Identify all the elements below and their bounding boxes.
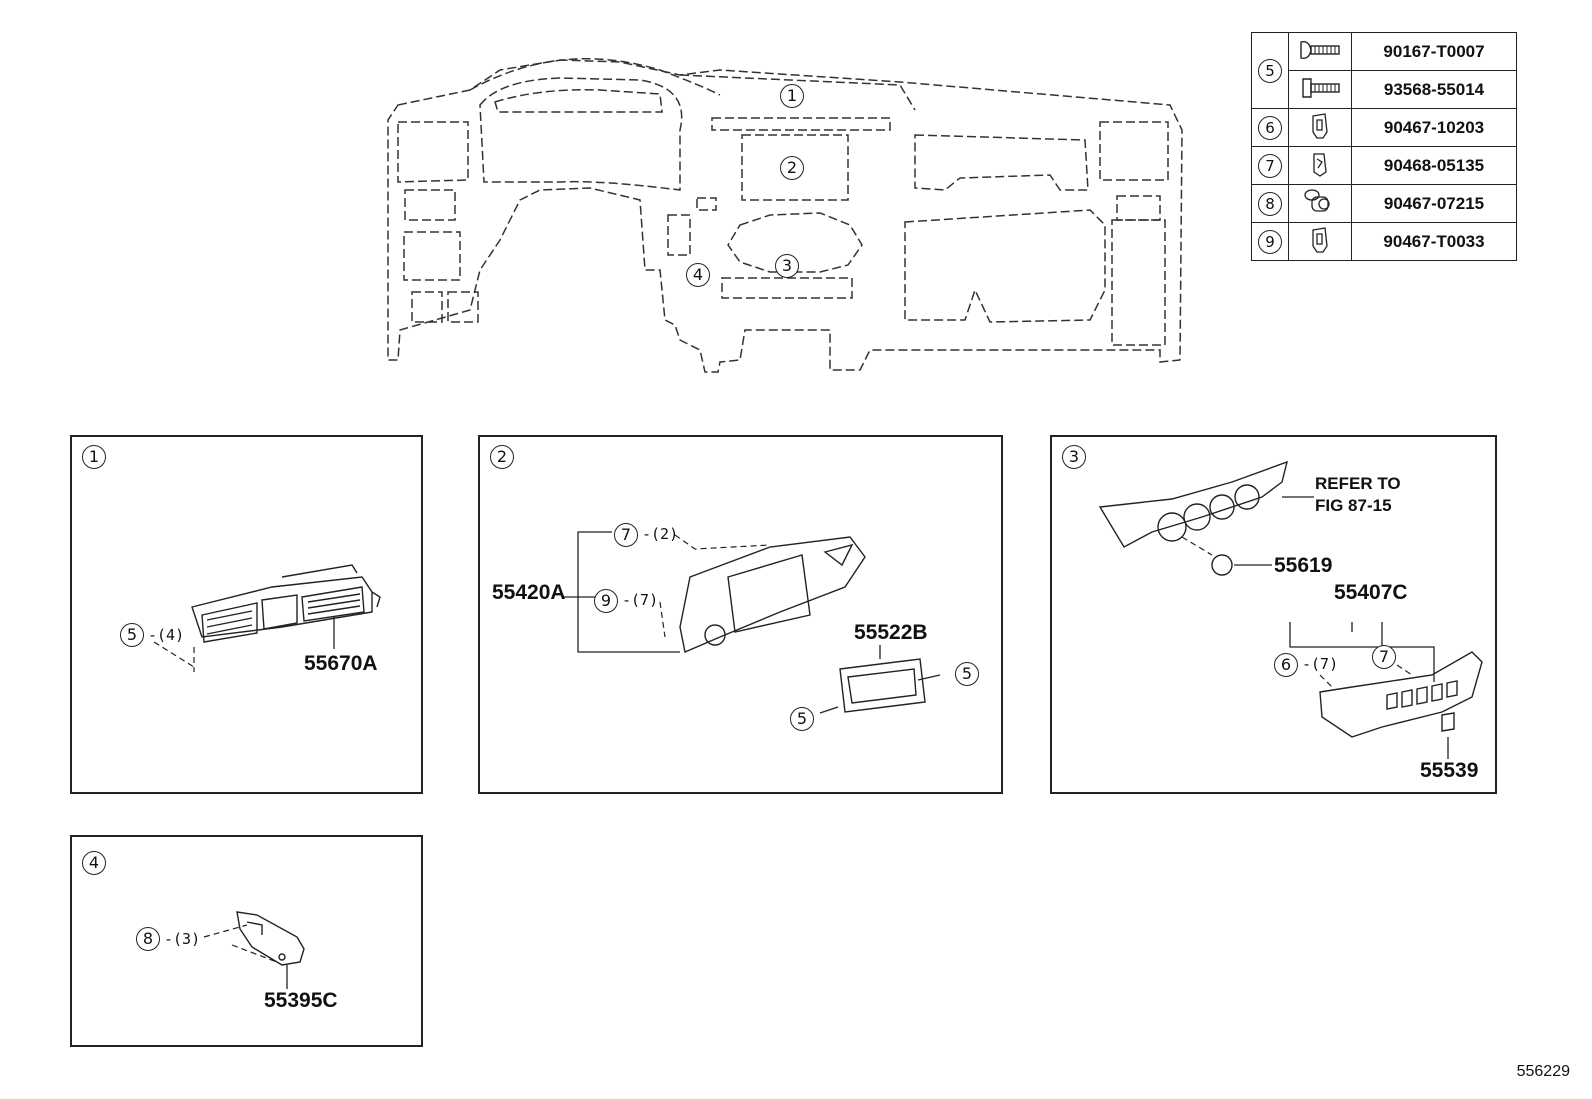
panel-1-ref: 1: [82, 445, 106, 469]
fastener-qty: -(4): [148, 626, 185, 644]
detail-panel-3: 3 REFER TO FIG 87-15 55619 55407C 6 -(7)…: [1050, 435, 1497, 794]
clip-callout[interactable]: 6: [1274, 653, 1298, 677]
panel-2-ref: 2: [490, 445, 514, 469]
ref-number: 8: [1258, 191, 1282, 216]
clip-icon: [1288, 108, 1352, 147]
screw-icon: [1288, 32, 1352, 71]
ref-number: 7: [1258, 153, 1282, 178]
table-row[interactable]: 9 90467-T0033: [1251, 222, 1517, 261]
hvac-panel-drawing: [1098, 460, 1483, 759]
air-vent-drawing: [153, 564, 381, 672]
detail-panel-1: 1 5 -(4) 55670A: [70, 435, 423, 794]
clip-qty: -(7): [1302, 655, 1339, 673]
note-line-2: FIG 87-15: [1315, 496, 1392, 515]
ref-cell: 9: [1251, 222, 1289, 261]
panel-3-ref: 3: [1062, 445, 1086, 469]
part-label[interactable]: 55670A: [304, 652, 378, 675]
part-label[interactable]: 55395C: [264, 989, 338, 1012]
part-number[interactable]: 93568-55014: [1351, 70, 1517, 109]
part-number[interactable]: 90467-07215: [1351, 184, 1517, 223]
drawing-code: 556229: [1516, 1063, 1570, 1080]
knob-part-label[interactable]: 55619: [1274, 554, 1333, 577]
ref-cell: 8: [1251, 184, 1289, 223]
overview-callout-2[interactable]: 2: [780, 156, 804, 180]
sub-part-label[interactable]: 55522B: [854, 621, 928, 644]
clip-qty: -(2): [642, 525, 679, 543]
part-number[interactable]: 90467-T0033: [1351, 222, 1517, 261]
clip2-callout[interactable]: 7: [1372, 645, 1396, 669]
table-row[interactable]: 6 90467-10203: [1251, 108, 1517, 147]
clip2-qty: -(7): [622, 591, 659, 609]
ref-number: 6: [1258, 115, 1282, 140]
overview-callout-1[interactable]: 1: [780, 84, 804, 108]
panel-4-ref: 4: [82, 851, 106, 875]
table-row[interactable]: 93568-55014: [1252, 70, 1517, 109]
fastener-callout[interactable]: 8: [136, 927, 160, 951]
center-bezel-drawing: [562, 531, 941, 714]
clip-icon: [1288, 222, 1352, 261]
note-line-1: REFER TO: [1315, 474, 1401, 493]
overview-callout-4[interactable]: 4: [686, 263, 710, 287]
part-number[interactable]: 90467-10203: [1351, 108, 1517, 147]
fastener-table: 5 90167-T0007 93568-55014 6 90467-10203 …: [1251, 32, 1517, 261]
detail-panel-4: 4 8 -(3) 55395C: [70, 835, 423, 1047]
fastener-qty: -(3): [164, 930, 201, 948]
clip-callout[interactable]: 7: [614, 523, 638, 547]
screw-callout-b[interactable]: 5: [790, 707, 814, 731]
push-rivet-icon: [1288, 184, 1352, 223]
ref-number: 9: [1258, 229, 1282, 254]
table-row[interactable]: 7 90468-05135: [1251, 146, 1517, 185]
dashboard-overview: [387, 58, 1183, 373]
clip-icon: [1288, 146, 1352, 185]
table-row[interactable]: 5 90167-T0007: [1251, 32, 1517, 109]
screw-callout-a[interactable]: 5: [955, 662, 979, 686]
panel-part-label[interactable]: 55407C: [1334, 581, 1408, 604]
main-part-label[interactable]: 55420A: [492, 581, 566, 604]
ref-cell: 7: [1251, 146, 1289, 185]
bolt-icon: [1288, 70, 1352, 109]
table-row[interactable]: 8 90467-07215: [1251, 184, 1517, 223]
ref-number: 5: [1258, 58, 1282, 83]
clip2-callout[interactable]: 9: [594, 589, 618, 613]
switch-part-label[interactable]: 55539: [1420, 759, 1479, 782]
overview-callout-3[interactable]: 3: [775, 254, 799, 278]
ref-cell: 6: [1251, 108, 1289, 147]
bracket-drawing: [203, 911, 305, 989]
part-number[interactable]: 90468-05135: [1351, 146, 1517, 185]
part-number[interactable]: 90167-T0007: [1351, 32, 1517, 71]
fastener-callout[interactable]: 5: [120, 623, 144, 647]
ref-cell: 5: [1251, 32, 1289, 109]
detail-panel-2: 2 7 -(2) 55420A 9 -(7) 55522B 5 5: [478, 435, 1003, 794]
